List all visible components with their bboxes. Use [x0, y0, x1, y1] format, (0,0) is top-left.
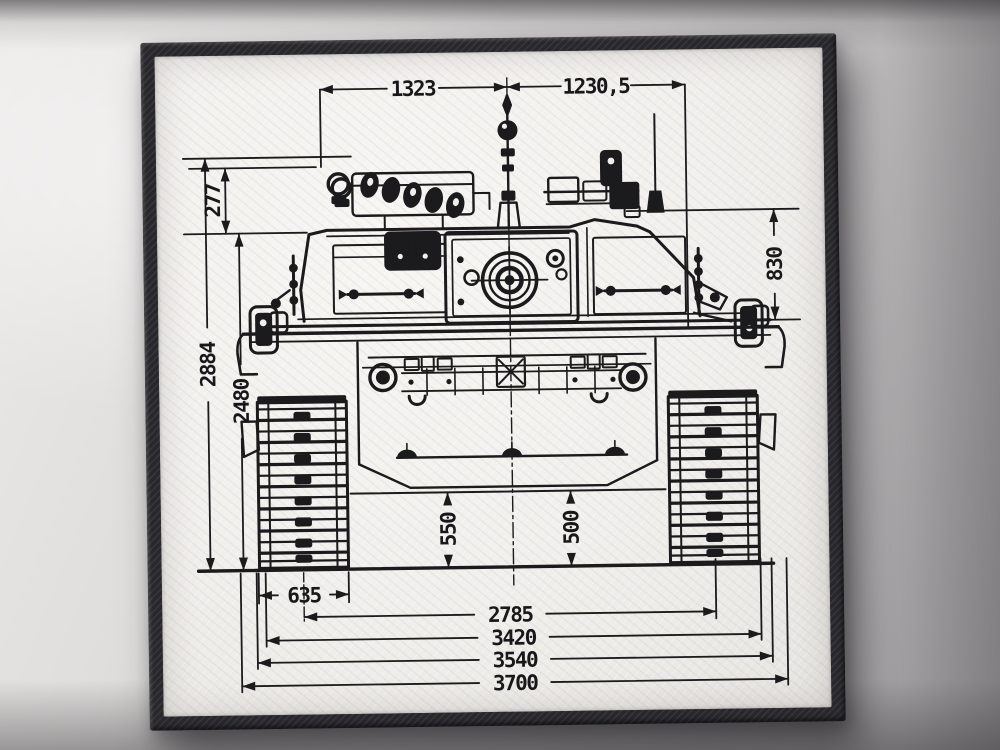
ground-line — [196, 561, 776, 573]
dim-track-centers: 2785 — [303, 601, 718, 627]
dim-overall-height-label: 2884 — [195, 341, 221, 387]
tank-drawing — [196, 92, 786, 573]
dim-track-width-label: 635 — [287, 582, 322, 608]
lifting-eye-left — [326, 172, 350, 205]
left-track — [255, 395, 351, 570]
plaque-face: 1323 1230,5 2884 277 — [154, 47, 832, 717]
dim-top-left-label: 1323 — [390, 75, 436, 101]
dim-track-width: 635 — [258, 582, 350, 608]
track-center-line — [302, 572, 306, 625]
side-housings — [248, 298, 764, 355]
dim-width-over-tracks-label: 3420 — [491, 624, 537, 650]
wall-shadow-right — [880, 0, 1000, 750]
dim-turret-height-label: 830 — [762, 247, 787, 282]
hull — [349, 337, 667, 495]
dim-top-widths: 1323 1230,5 — [319, 73, 690, 329]
dim-clearance-right-label: 500 — [558, 510, 583, 545]
dim-turret-height: 830 — [625, 207, 802, 322]
turret-handles — [338, 284, 681, 300]
dim-overall-height: 2884 — [195, 157, 221, 572]
dim-clearance-left-label: 550 — [435, 512, 460, 547]
dimension-annotations: 1323 1230,5 2884 277 — [181, 73, 802, 696]
tank-blueprint-plaque: 1323 1230,5 2884 277 — [140, 33, 846, 731]
dim-overall-width-label: 3700 — [493, 670, 539, 696]
dim-width-over-tracks: 3420 — [265, 624, 763, 650]
dim-sensor-height: 277 — [200, 167, 231, 235]
dim-width-intermediate-label: 3540 — [492, 647, 538, 673]
dim-overall-width: 3700 — [241, 670, 790, 696]
crosswind-sensor-mast — [496, 92, 522, 230]
dim-top-right-label: 1230,5 — [562, 73, 630, 99]
bottom-extension-lines — [239, 557, 790, 694]
tank-front-elevation-drawing: 1323 1230,5 2884 277 — [181, 73, 802, 696]
turret — [299, 218, 702, 325]
dim-width-intermediate: 3540 — [257, 647, 774, 673]
dim-hull-height-label: 2480 — [228, 378, 254, 424]
dim-sensor-height-label: 277 — [200, 183, 225, 218]
right-track — [666, 387, 762, 565]
dim-hull-height: 2480 — [228, 232, 254, 572]
dim-track-centers-label: 2785 — [488, 601, 534, 627]
antenna-icon — [646, 113, 665, 213]
left-extension-lines — [181, 155, 352, 236]
dim-ground-clearance: 550 500 — [435, 489, 584, 569]
periscope-cluster — [543, 149, 641, 219]
smoke-launchers — [330, 170, 491, 231]
